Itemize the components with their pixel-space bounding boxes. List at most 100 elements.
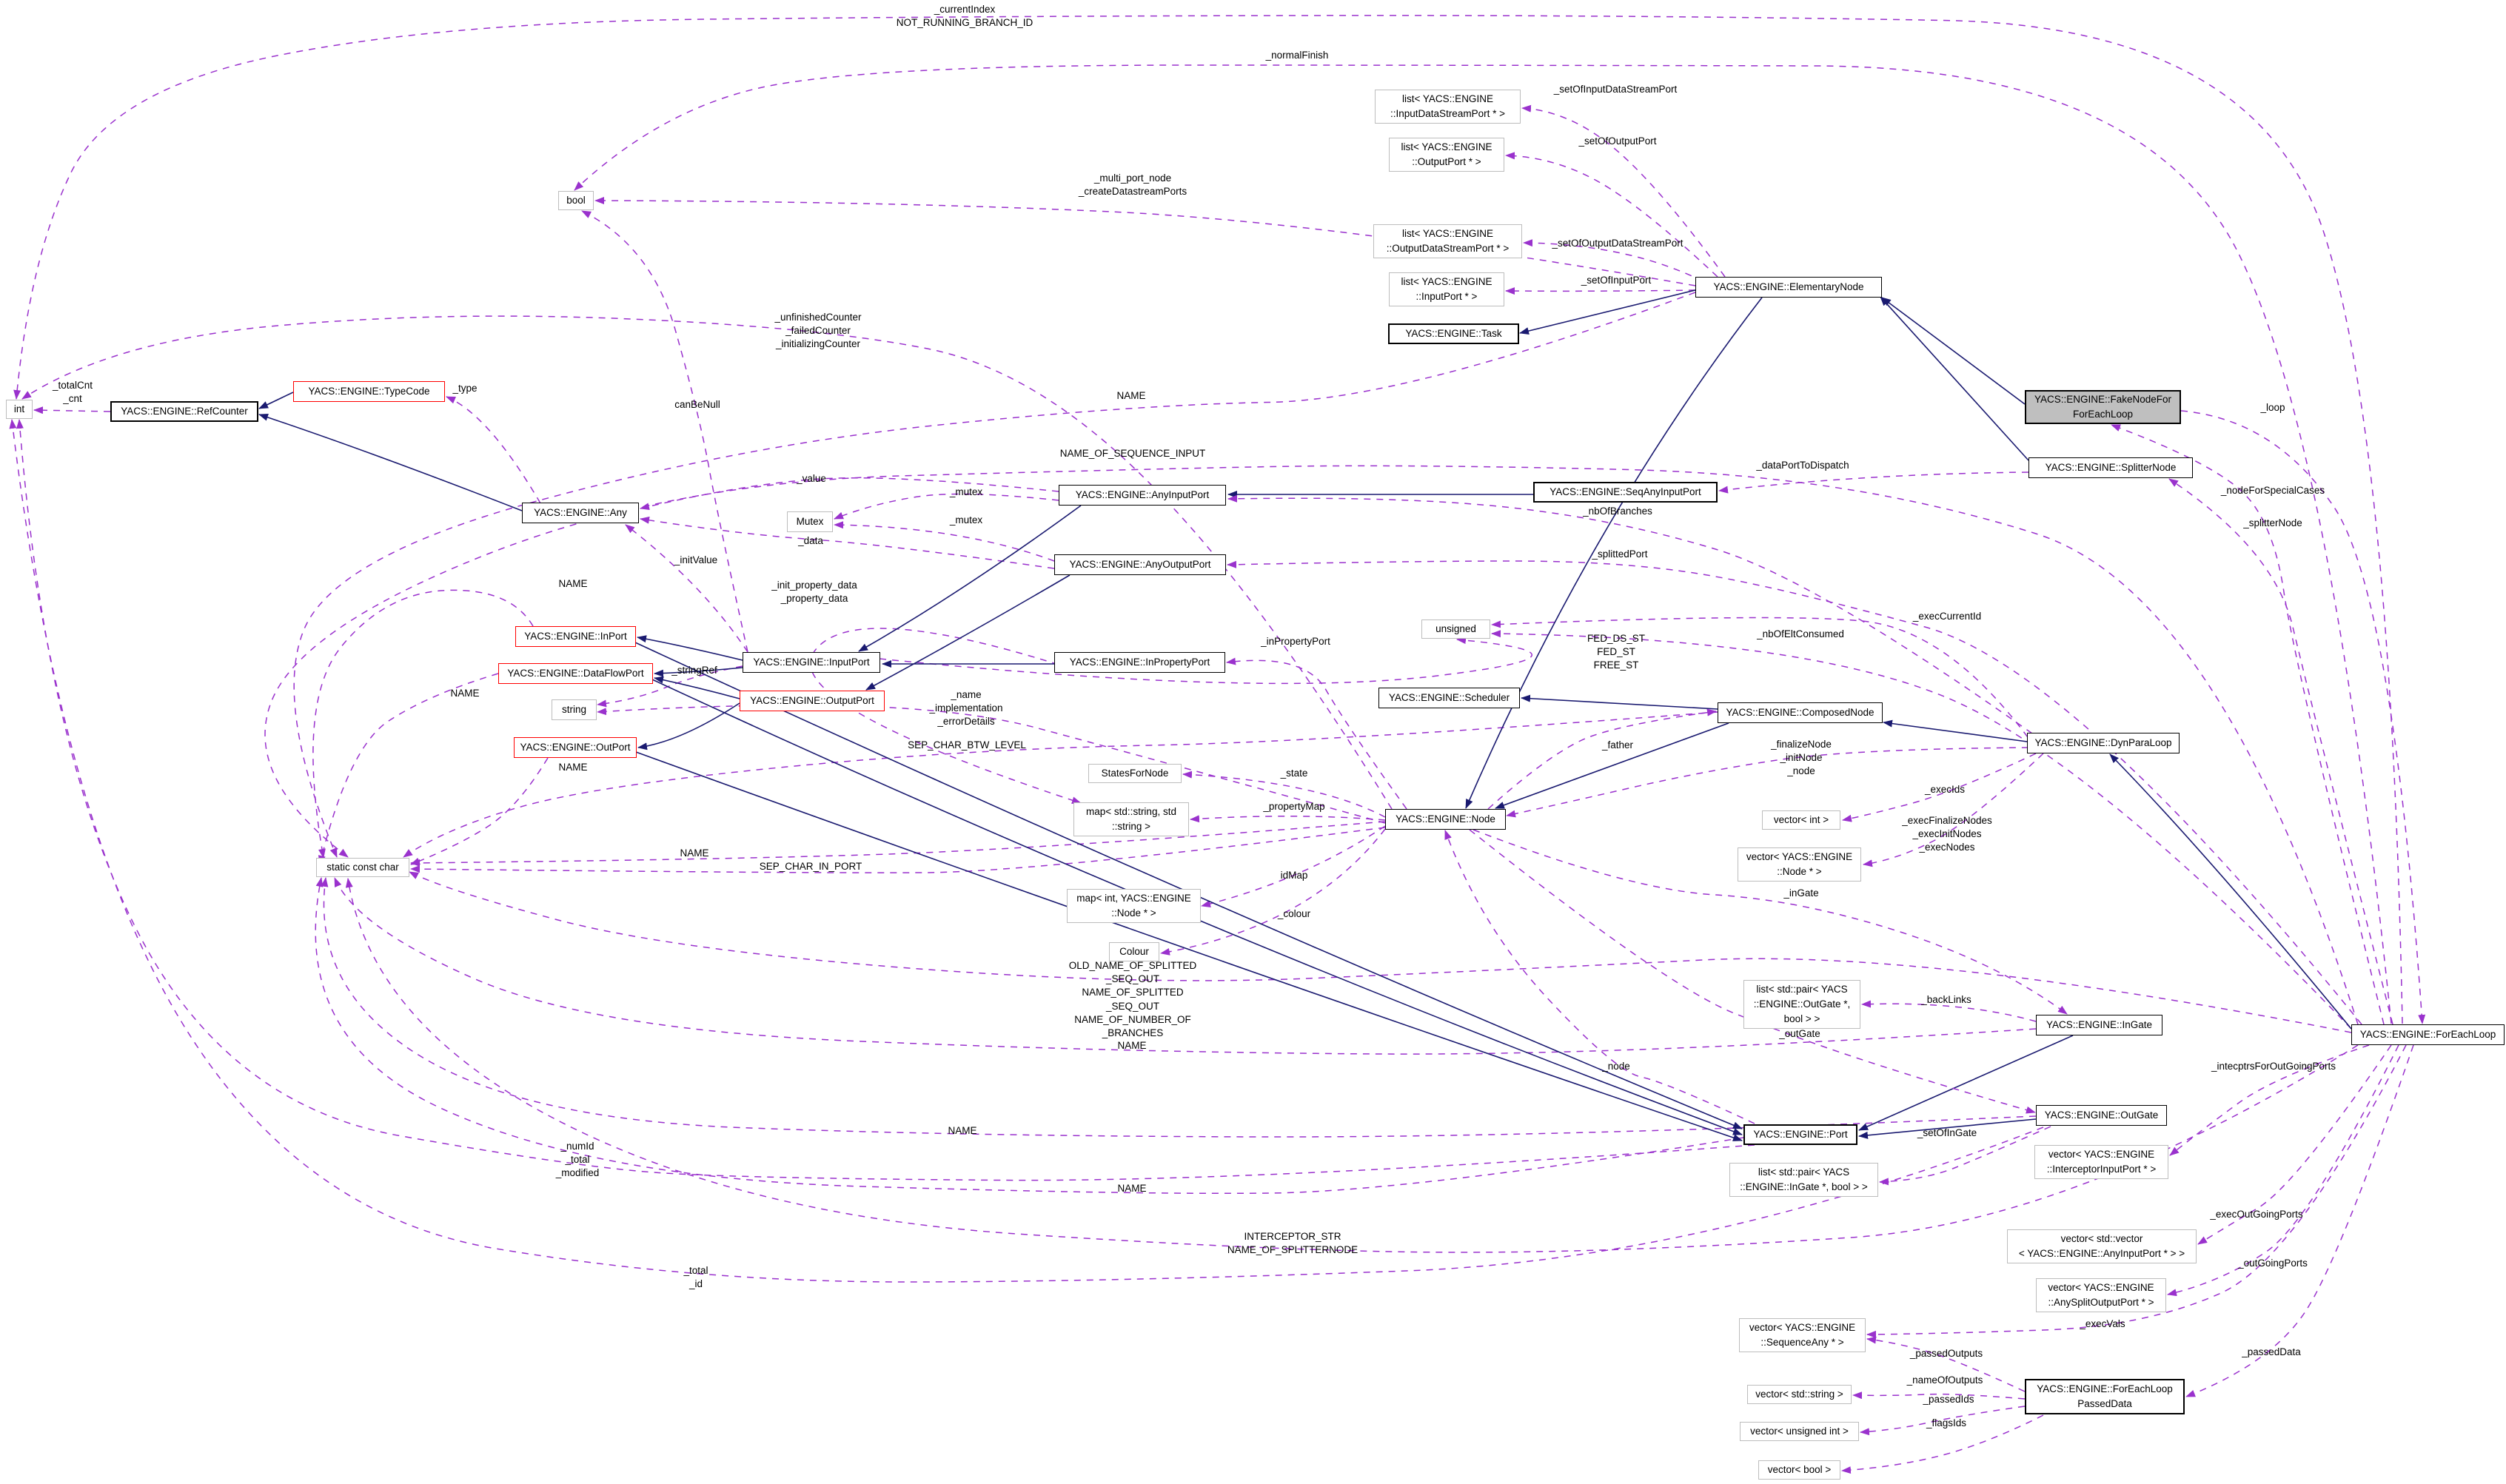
edge-dynparaloop-to-vec_int: [1842, 753, 2037, 822]
class-box-seqanyinputport[interactable]: YACS::ENGINE::SeqAnyInputPort: [1533, 482, 1718, 503]
edge-label-64: _passedIds: [1923, 1394, 1974, 1405]
class-box-ingate[interactable]: YACS::ENGINE::InGate: [2036, 1015, 2162, 1035]
class-box-list_pair_in[interactable]: list< std::pair< YACS ::ENGINE::InGate *…: [1729, 1163, 1878, 1197]
edge-label-54: _nodeForSpecialCases: [2220, 485, 2325, 496]
class-box-node[interactable]: YACS::ENGINE::Node: [1385, 809, 1506, 830]
class-box-list_ip[interactable]: list< YACS::ENGINE ::InputPort * >: [1389, 272, 1504, 306]
class-box-fel_passed[interactable]: YACS::ENGINE::ForEachLoop PassedData: [2025, 1379, 2185, 1414]
edge-anyinputport-to-inputport: [858, 505, 1082, 652]
edge-label-17: _initValue: [674, 554, 718, 565]
class-box-dataflowport[interactable]: YACS::ENGINE::DataFlowPort: [498, 663, 653, 684]
edge-ingate-to-port: [1858, 1035, 2074, 1131]
class-box-list_pair_out[interactable]: list< std::pair< YACS ::ENGINE::OutGate …: [1743, 980, 1860, 1029]
edge-outport-to-port: [635, 751, 1743, 1141]
class-box-vec_int[interactable]: vector< int >: [1762, 810, 1840, 830]
edge-label-33: FED_DS_ST FED_ST FREE_ST: [1587, 633, 1646, 671]
class-box-vec_interceptor[interactable]: vector< YACS::ENGINE ::InterceptorInputP…: [2034, 1145, 2168, 1179]
class-box-list_odsp[interactable]: list< YACS::ENGINE ::OutputDataStreamPor…: [1373, 224, 1522, 258]
class-box-int[interactable]: int: [6, 400, 33, 419]
edge-label-56: _loop: [2260, 402, 2285, 413]
class-box-inpropertyport[interactable]: YACS::ENGINE::InPropertyPort: [1054, 652, 1225, 673]
class-box-inputport[interactable]: YACS::ENGINE::InputPort: [743, 652, 880, 673]
edge-label-57: _intecptrsForOutGoingPorts: [2211, 1061, 2336, 1072]
class-box-foreachloop[interactable]: YACS::ENGINE::ForEachLoop: [2351, 1024, 2505, 1045]
class-box-outgate[interactable]: YACS::ENGINE::OutGate: [2036, 1105, 2167, 1126]
class-box-outputport[interactable]: YACS::ENGINE::OutputPort: [740, 691, 885, 711]
edge-foreachloop-to-vec_2d_aip: [2197, 1044, 2392, 1245]
class-box-refcounter[interactable]: YACS::ENGINE::RefCounter: [110, 401, 258, 422]
edge-elementarynode-to-staticconstchar: [293, 292, 1696, 858]
edge-fel_passed-to-vec_seq: [1866, 1336, 2026, 1392]
class-box-map_ss[interactable]: map< std::string, std ::string >: [1073, 802, 1189, 836]
edge-elementarynode-to-list_op: [1505, 152, 1718, 278]
edge-label-14: _mutex: [949, 486, 983, 497]
edge-label-4: _multi_port_node _createDatastreamPorts: [1078, 172, 1187, 198]
edge-label-13: _value: [797, 473, 826, 484]
class-box-composednode[interactable]: YACS::ENGINE::ComposedNode: [1718, 702, 1883, 723]
edge-label-60: _execVals: [2080, 1318, 2125, 1329]
edge-label-45: NAME: [1117, 1040, 1147, 1051]
class-box-anyoutputport[interactable]: YACS::ENGINE::AnyOutputPort: [1054, 554, 1226, 575]
edge-anyoutputport-to-mutex: [834, 521, 1055, 562]
class-box-vec_node[interactable]: vector< YACS::ENGINE ::Node * >: [1738, 847, 1861, 882]
edge-label-52: _nbOfBranches: [1583, 506, 1652, 517]
edge-label-42: _outGate: [1779, 1028, 1820, 1039]
class-box-mutex[interactable]: Mutex: [787, 511, 833, 532]
class-box-fakenode[interactable]: YACS::ENGINE::FakeNodeFor ForEachLoop: [2025, 390, 2181, 424]
class-box-map_in[interactable]: map< int, YACS::ENGINE ::Node * >: [1067, 889, 1201, 923]
edge-label-43: _node: [1602, 1061, 1630, 1072]
edge-dynparaloop-to-vec_node: [1863, 753, 2044, 867]
edge-node-to-statesfornode: [1182, 770, 1386, 818]
edge-foreachloop-to-bool: [574, 64, 2392, 1024]
edge-label-44: _setOfInGate: [1917, 1127, 1977, 1138]
class-box-colour[interactable]: Colour: [1109, 942, 1159, 961]
edge-node-to-int: [21, 315, 1393, 810]
edge-fel_passed-to-vec_bool: [1841, 1414, 2044, 1474]
class-box-anyinputport[interactable]: YACS::ENGINE::AnyInputPort: [1059, 485, 1226, 506]
class-box-unsigned[interactable]: unsigned: [1421, 620, 1490, 639]
class-box-vec_seq[interactable]: vector< YACS::ENGINE ::SequenceAny * >: [1739, 1318, 1866, 1352]
class-box-port[interactable]: YACS::ENGINE::Port: [1743, 1124, 1857, 1145]
class-box-vec_string[interactable]: vector< std::string >: [1747, 1385, 1852, 1404]
class-box-staticconstchar[interactable]: static const char: [316, 858, 409, 877]
class-box-list_op[interactable]: list< YACS::ENGINE ::OutputPort * >: [1389, 138, 1504, 172]
edge-label-18: _init_property_data _property_data: [771, 580, 857, 605]
class-box-task[interactable]: YACS::ENGINE::Task: [1388, 323, 1519, 344]
edge-composednode-to-node: [1495, 722, 1729, 809]
edge-outgate-to-int: [9, 419, 2044, 1283]
class-box-typecode[interactable]: YACS::ENGINE::TypeCode: [293, 381, 445, 402]
edge-label-41: _backLinks: [1921, 994, 1971, 1005]
edge-label-63: _nameOfOutputs: [1906, 1374, 1983, 1386]
class-box-statesfornode[interactable]: StatesForNode: [1088, 764, 1182, 783]
class-box-any[interactable]: YACS::ENGINE::Any: [522, 503, 639, 523]
class-box-vec_2d_aip[interactable]: vector< std::vector < YACS::ENGINE::AnyI…: [2007, 1229, 2197, 1263]
edge-label-32: SEP_CHAR_IN_PORT: [759, 861, 862, 872]
edge-label-55: _splitterNode: [2243, 517, 2302, 528]
class-box-scheduler[interactable]: YACS::ENGINE::Scheduler: [1378, 688, 1520, 708]
edge-label-51: _dataPortToDispatch: [1756, 460, 1849, 471]
class-box-string[interactable]: string: [552, 699, 597, 720]
class-box-outport[interactable]: YACS::ENGINE::OutPort: [514, 737, 637, 758]
edge-foreachloop-to-fakenode: [2111, 424, 2385, 1025]
edge-elementarynode-to-list_idsp: [1521, 104, 1726, 278]
edge-label-34: _execCurrentId: [1912, 611, 1982, 622]
class-box-inport[interactable]: YACS::ENGINE::InPort: [515, 626, 636, 647]
class-box-vec_uint[interactable]: vector< unsigned int >: [1740, 1422, 1859, 1441]
edge-label-10: canBeNull: [674, 399, 720, 410]
edge-label-38: _execIds: [1924, 784, 1966, 795]
edge-label-30: OLD_NAME_OF_SPLITTED _SEQ_OUT NAME_OF_SP…: [1068, 960, 1197, 1039]
edge-label-11: NAME: [1116, 390, 1146, 401]
class-box-dynparaloop[interactable]: YACS::ENGINE::DynParaLoop: [2027, 733, 2180, 753]
class-box-bool[interactable]: bool: [558, 191, 594, 210]
edge-label-47: NAME: [1117, 1183, 1147, 1194]
edge-label-7: _unfinishedCounter _failedCounter _initi…: [774, 312, 862, 350]
class-box-vec_bool[interactable]: vector< bool >: [1758, 1460, 1840, 1480]
class-box-list_idsp[interactable]: list< YACS::ENGINE ::InputDataStreamPort…: [1375, 90, 1521, 124]
edge-dynparaloop-to-unsigned: [1491, 617, 2028, 738]
class-box-elementarynode[interactable]: YACS::ENGINE::ElementaryNode: [1695, 277, 1882, 298]
edge-foreachloop-to-splitternode: [2168, 478, 2393, 1025]
class-box-vec_asop[interactable]: vector< YACS::ENGINE ::AnySplitOutputPor…: [2036, 1278, 2166, 1312]
class-box-splitternode[interactable]: YACS::ENGINE::SplitterNode: [2028, 457, 2193, 478]
edge-any-to-refcounter: [258, 414, 523, 511]
